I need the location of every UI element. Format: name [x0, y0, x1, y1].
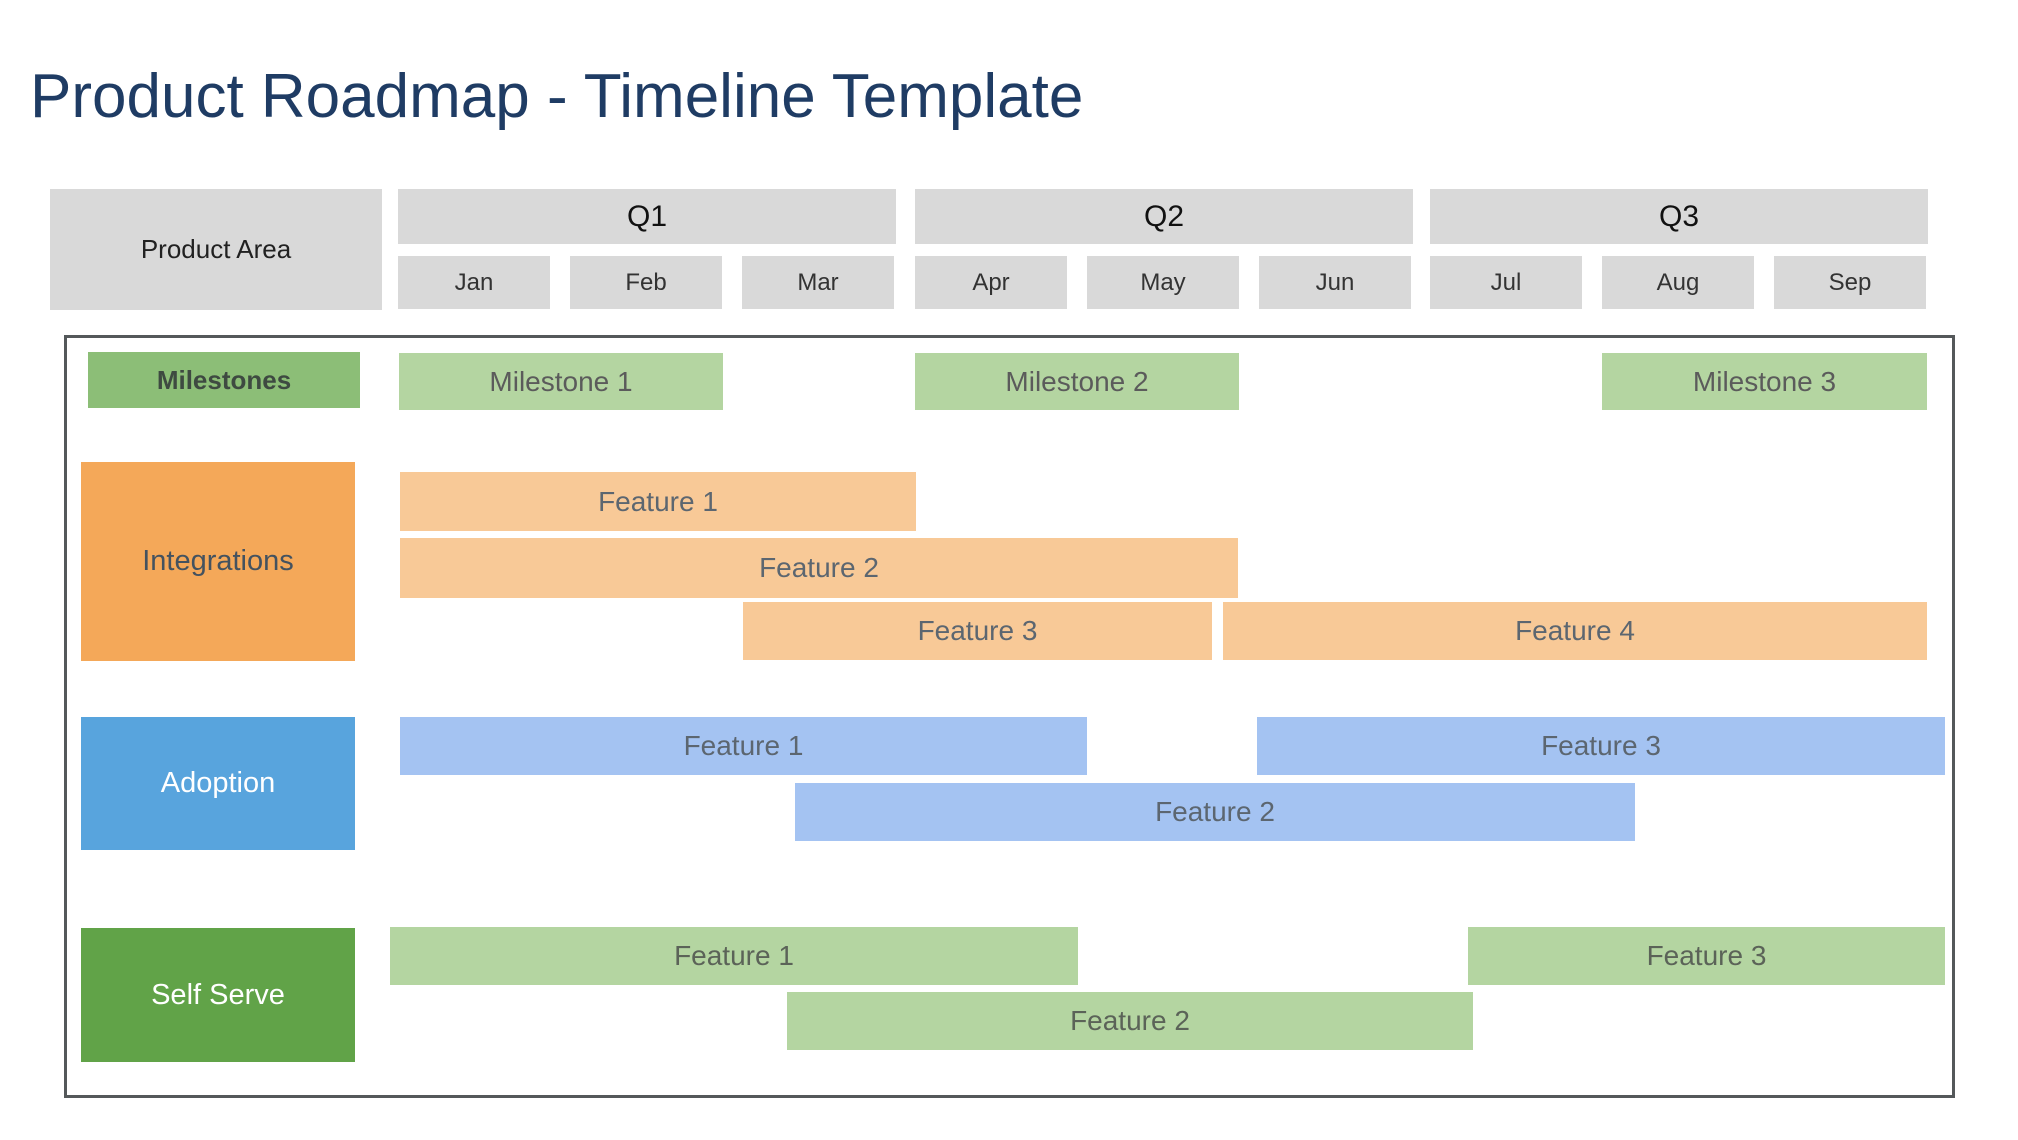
gantt-bar-integrations-feature-4: Feature 4 — [1223, 602, 1927, 660]
month-header-apr: Apr — [915, 256, 1067, 309]
month-header-jan: Jan — [398, 256, 550, 309]
row-label-integrations: Integrations — [81, 462, 355, 661]
month-header-may: May — [1087, 256, 1239, 309]
row-label-self-serve: Self Serve — [81, 928, 355, 1062]
row-label-adoption: Adoption — [81, 717, 355, 850]
row-label-milestones: Milestones — [88, 352, 360, 408]
gantt-bar-integrations-feature-1: Feature 1 — [400, 472, 916, 531]
gantt-bar-self-serve-feature-2: Feature 2 — [787, 992, 1473, 1050]
page-title: Product Roadmap - Timeline Template — [30, 62, 1084, 131]
gantt-bar-self-serve-feature-3: Feature 3 — [1468, 927, 1945, 985]
month-header-sep: Sep — [1774, 256, 1926, 309]
month-header-aug: Aug — [1602, 256, 1754, 309]
gantt-bar-milestones-milestone-3: Milestone 3 — [1602, 353, 1927, 410]
gantt-bar-adoption-feature-2: Feature 2 — [795, 783, 1635, 841]
quarter-header-q1: Q1 — [398, 189, 896, 244]
quarter-header-q2: Q2 — [915, 189, 1413, 244]
product-area-header: Product Area — [50, 189, 382, 310]
month-header-feb: Feb — [570, 256, 722, 309]
quarter-header-q3: Q3 — [1430, 189, 1928, 244]
month-header-mar: Mar — [742, 256, 894, 309]
gantt-bar-milestones-milestone-2: Milestone 2 — [915, 353, 1239, 410]
gantt-bar-adoption-feature-1: Feature 1 — [400, 717, 1087, 775]
month-header-jul: Jul — [1430, 256, 1582, 309]
gantt-bar-self-serve-feature-1: Feature 1 — [390, 927, 1078, 985]
gantt-bar-integrations-feature-3: Feature 3 — [743, 602, 1212, 660]
month-header-jun: Jun — [1259, 256, 1411, 309]
gantt-bar-integrations-feature-2: Feature 2 — [400, 538, 1238, 598]
gantt-bar-adoption-feature-3: Feature 3 — [1257, 717, 1945, 775]
gantt-bar-milestones-milestone-1: Milestone 1 — [399, 353, 723, 410]
